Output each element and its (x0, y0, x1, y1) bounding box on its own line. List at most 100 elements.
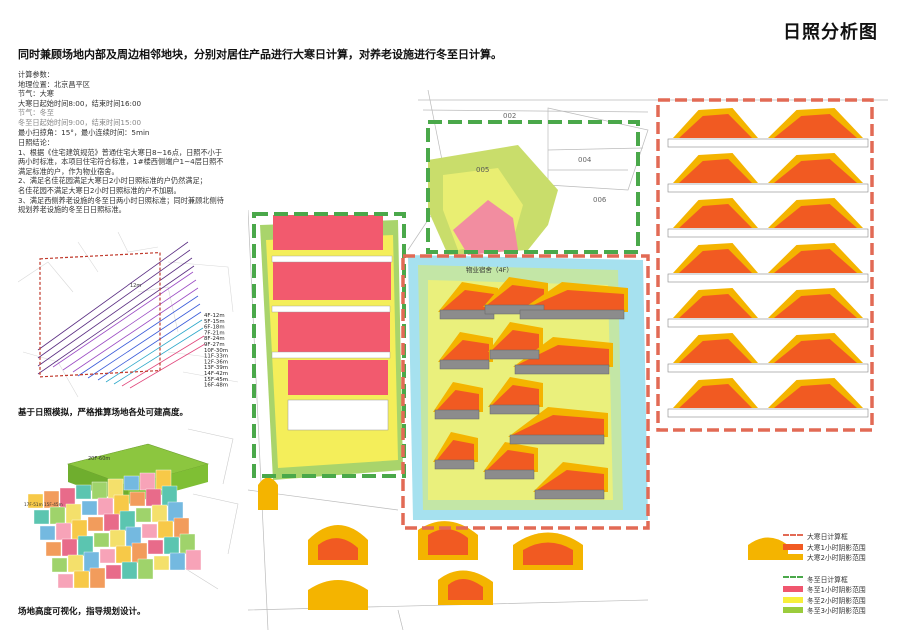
residential-building (489, 404, 540, 415)
parcel-005: 005 (476, 166, 489, 174)
height-block (163, 536, 180, 555)
conclusion-line: 3、满足西侧养老设施的冬至日两小时日照标准；同时兼顾北侧待 (18, 195, 224, 205)
height-block (55, 522, 72, 541)
height-label: 13F-39m (204, 365, 228, 371)
legend-dongzhi-1h: 冬至1小时阴影范围 (783, 584, 866, 595)
legend-dongzhi-2h: 冬至2小时阴影范围 (783, 595, 866, 606)
dahan-1h-shadow (679, 294, 752, 318)
height-block (115, 545, 132, 564)
caption-sun-simulation: 基于日照模拟，严格推算场地各处可建高度。 (18, 408, 189, 418)
dahan-1h-shadow (774, 204, 857, 228)
dahan-1h-shadow (517, 345, 609, 365)
height-block (157, 520, 174, 539)
dahan-1h-shadow (679, 384, 752, 408)
height-label: 15F-45m (204, 377, 228, 383)
dahan-1h-shadow (679, 249, 752, 273)
dahan-1h-shadow (774, 114, 857, 138)
height-block (67, 554, 84, 573)
calc-params: 计算参数： 地理位置：北京昌平区 节气：大寒 大寒日起始时间8:00，结束时间1… (18, 70, 233, 137)
height-label: 14F-42m (204, 371, 228, 377)
residential-building (519, 309, 625, 320)
height-block (73, 570, 90, 589)
dahan-1h-shadow (774, 339, 857, 363)
height-block (93, 532, 110, 548)
residential-building (534, 489, 605, 500)
dahan-1h-shadow (492, 330, 539, 350)
height-label: 7F-21m (204, 330, 225, 336)
residential-building (439, 359, 490, 370)
label-12m: 12m (130, 283, 141, 289)
height-block (51, 557, 68, 573)
dahan-1h-shadow (679, 114, 752, 138)
legend-dahan-2h: 大寒2小时阴影范围 (783, 552, 866, 563)
dahan-1h-shadow (774, 159, 857, 183)
residential-building (667, 318, 869, 328)
legend-dahan-1h: 大寒1小时阴影范围 (783, 542, 866, 553)
legend: 大寒日计算框 大寒1小时阴影范围 大寒2小时阴影范围 冬至日计算框 冬至1小时阴… (783, 531, 866, 616)
height-block (81, 500, 98, 516)
legend-dongzhi-box: 冬至日计算框 (783, 574, 866, 585)
legend-swatch (783, 596, 803, 603)
dahan-1h-shadow (487, 285, 544, 305)
dongzhi-calc-box-north (426, 120, 640, 254)
height-block (33, 509, 50, 525)
legend-dahan-box: 大寒日计算框 (783, 531, 866, 542)
residential-building (667, 183, 869, 193)
caption-height-visual: 场地高度可视化，指导规划设计。 (18, 607, 146, 617)
height-block (109, 529, 126, 548)
dahan-1h-shadow (679, 339, 752, 363)
residential-building (509, 434, 605, 445)
height-block (129, 491, 146, 507)
height-label: 10F-30m (204, 348, 228, 354)
conclusion-line: 规划养老设施的冬至日日照标准。 (18, 205, 126, 215)
height-block (103, 513, 120, 532)
parcel-006: 006 (593, 196, 607, 204)
residential-building (667, 408, 869, 418)
residential-building (667, 228, 869, 238)
legend-swatch (783, 607, 803, 614)
height-block (87, 516, 104, 532)
height-block (141, 523, 158, 539)
parcel-002: 002 (503, 112, 516, 120)
params-term-dongzhi: 节气：冬至 (18, 108, 54, 118)
page-title: 日照分析图 (783, 22, 878, 43)
dahan-1h-shadow (774, 384, 857, 408)
height-label: 5F-15m (204, 319, 225, 325)
height-label: 6F-18m (204, 325, 225, 331)
legend-swatch (783, 543, 803, 550)
dahan-1h-shadow (774, 294, 857, 318)
dahan-1h-shadow (487, 450, 534, 470)
height-block (39, 525, 56, 541)
height-block (169, 552, 186, 571)
dahan-calc-box-site (401, 254, 650, 530)
height-block (49, 506, 66, 525)
height-label: 9F-27m (204, 342, 225, 348)
residential-building (667, 363, 869, 373)
residential-building (667, 273, 869, 283)
height-block (123, 475, 140, 491)
height-block (27, 493, 44, 509)
legend-swatch (783, 586, 803, 593)
dahan-1h-shadow (437, 440, 474, 460)
params-location: 地理位置：北京昌平区 (18, 79, 90, 89)
dorm-label: 物业宿舍（4F） (466, 265, 513, 274)
height-label: 16F-48m (204, 383, 228, 389)
conclusion-line: 名佳花园不满足大寒日2小时日照标准的户不加剧。 (18, 185, 181, 195)
params-term-dahan: 节气：大寒 (18, 89, 54, 99)
height-envelope-diagram: 12m 4F-12m5F-15m6F-18m7F-21m8F-24m9F-27m… (18, 232, 239, 398)
dahan-1h-shadow (522, 290, 624, 310)
conclusion-heading: 日照结论： (18, 138, 54, 147)
height-block (105, 564, 122, 580)
height-label: 11F-33m (204, 354, 228, 360)
height-label: 12F-36m (204, 359, 228, 365)
legend-swatch (783, 533, 803, 539)
dahan-1h-shadow (512, 415, 604, 435)
model-label: 20F-60m (88, 456, 110, 462)
height-block (121, 561, 138, 580)
dahan-1h-shadow (679, 204, 752, 228)
height-block (89, 567, 106, 589)
conclusion-line: 1、根据《住宅建筑规范》普通住宅大寒日8~16点，日照不小于 (18, 147, 223, 157)
legend-swatch (783, 576, 803, 581)
residential-building (434, 459, 475, 470)
params-time-dahan: 大寒日起始时间8:00，结束时间16:00 (18, 98, 142, 108)
